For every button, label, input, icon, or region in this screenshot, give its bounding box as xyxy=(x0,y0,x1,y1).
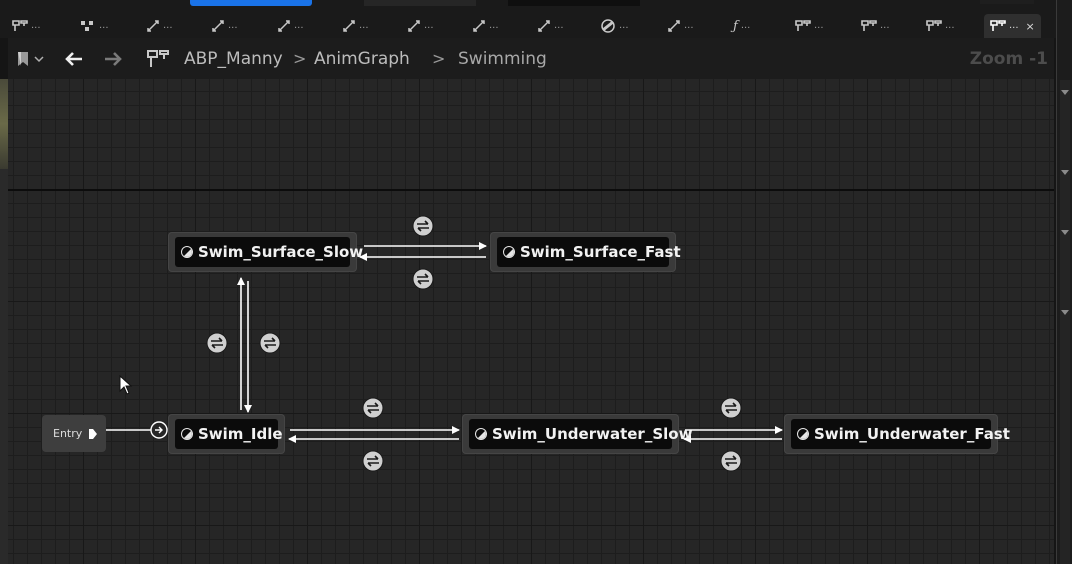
state-node-swim-underwater-slow[interactable]: Swim_Underwater_Slow xyxy=(462,414,692,454)
transition-rule-icon xyxy=(720,397,742,419)
state-node-swim-surface-slow[interactable]: Swim_Surface_Slow xyxy=(168,232,363,272)
state-machine-icon xyxy=(12,20,28,31)
tab-state-machine[interactable]: ... xyxy=(795,14,824,38)
tab-state-machine[interactable]: ... xyxy=(861,14,890,38)
transition-icon xyxy=(212,20,224,32)
chevron-down-icon[interactable] xyxy=(1061,170,1069,175)
breadcrumb-item-swimming: Swimming xyxy=(458,48,547,69)
tab-transition[interactable]: ... xyxy=(146,14,173,38)
breadcrumb-item-animgraph[interactable]: AnimGraph xyxy=(314,48,410,69)
state-node-swim-underwater-fast[interactable]: Swim_Underwater_Fast xyxy=(784,414,1010,454)
state-machine-icon xyxy=(795,20,811,31)
tab-transition[interactable]: ... xyxy=(407,14,434,38)
chevron-down-icon[interactable] xyxy=(1061,90,1069,95)
blend-graph-icon xyxy=(81,21,93,31)
breadcrumb-bar: ABP_Manny > AnimGraph > Swimming Zoom -1 xyxy=(8,38,1054,79)
transition-icon xyxy=(343,20,355,32)
zoom-level-label: Zoom -1 xyxy=(969,48,1048,69)
forward-button[interactable] xyxy=(103,38,123,79)
viewport-edge xyxy=(0,79,8,564)
function-icon: ƒ xyxy=(733,18,738,34)
state-icon xyxy=(601,19,615,33)
tab-state[interactable]: ... xyxy=(600,14,629,38)
tab-overflow xyxy=(980,0,1034,4)
state-icon xyxy=(797,428,809,440)
close-tab-icon[interactable]: × xyxy=(1025,19,1035,33)
accent-tab-indicator xyxy=(190,0,312,6)
transition-rule-icon xyxy=(259,332,281,354)
arrow-right-icon xyxy=(105,51,122,66)
transition-icon xyxy=(473,20,485,32)
transition-rule-icon xyxy=(362,450,384,472)
transition-icon xyxy=(538,20,550,32)
chevron-down-icon xyxy=(34,55,44,62)
entry-connector-icon xyxy=(150,421,168,439)
state-node-swim-idle[interactable]: Swim_Idle xyxy=(168,414,285,454)
state-machine-icon xyxy=(147,49,169,67)
toolbar-button[interactable] xyxy=(508,0,640,6)
tab-transition[interactable]: ... xyxy=(277,14,304,38)
tab-blend-graph[interactable]: ... xyxy=(80,14,109,38)
state-machine-icon xyxy=(926,20,942,31)
breadcrumb-item-abp-manny[interactable]: ABP_Manny xyxy=(184,48,283,69)
transition-icon xyxy=(668,20,680,32)
details-panel-edge xyxy=(1056,0,1072,564)
breadcrumb-separator: > xyxy=(293,49,307,68)
entry-label: Entry xyxy=(53,427,83,440)
tab-transition[interactable]: ... xyxy=(667,14,694,38)
transition-icon xyxy=(147,20,159,32)
viewport-preview xyxy=(0,79,8,169)
graph-canvas[interactable] xyxy=(8,79,1054,564)
tab-transition[interactable]: ... xyxy=(537,14,564,38)
transition-rule-icon xyxy=(412,215,434,237)
transition-rule-icon xyxy=(206,332,228,354)
state-node-swim-surface-fast[interactable]: Swim_Surface_Fast xyxy=(490,232,681,272)
state-machine-icon xyxy=(990,20,1006,31)
toolbar-button[interactable] xyxy=(364,0,476,6)
state-icon xyxy=(181,246,193,258)
transition-rule-icon xyxy=(720,450,742,472)
back-button[interactable] xyxy=(64,38,84,79)
play-arrow-icon xyxy=(89,428,98,439)
scrollbar[interactable] xyxy=(1060,80,1070,564)
tab-transition[interactable]: ... xyxy=(342,14,369,38)
document-tab-bar: ... ... ... ... ... ... ... ... xyxy=(0,0,1056,38)
tab-transition[interactable]: ... xyxy=(472,14,499,38)
tab-state-machine[interactable]: ... xyxy=(12,14,41,38)
tab-state-machine[interactable]: ... xyxy=(926,14,955,38)
state-icon xyxy=(181,428,193,440)
transition-icon xyxy=(278,20,290,32)
arrow-left-icon xyxy=(65,51,82,66)
tab-transition[interactable]: ... xyxy=(211,14,238,38)
graph-type-button[interactable] xyxy=(146,38,170,79)
tab-function[interactable]: ƒ ... xyxy=(733,18,751,34)
bookmark-icon xyxy=(18,51,28,66)
transition-rule-icon xyxy=(362,397,384,419)
bookmark-button[interactable] xyxy=(16,38,44,79)
transition-rule-icon xyxy=(412,268,434,290)
state-machine-icon xyxy=(861,20,877,31)
chevron-down-icon[interactable] xyxy=(1061,230,1069,235)
entry-node[interactable]: Entry xyxy=(42,415,106,452)
mouse-cursor-icon xyxy=(119,375,133,395)
state-icon xyxy=(503,246,515,258)
chevron-down-icon[interactable] xyxy=(1061,310,1069,315)
breadcrumb-separator: > xyxy=(432,49,446,68)
state-icon xyxy=(475,428,487,440)
transition-icon xyxy=(408,20,420,32)
tab-swimming-active[interactable]: ... × xyxy=(984,14,1041,38)
